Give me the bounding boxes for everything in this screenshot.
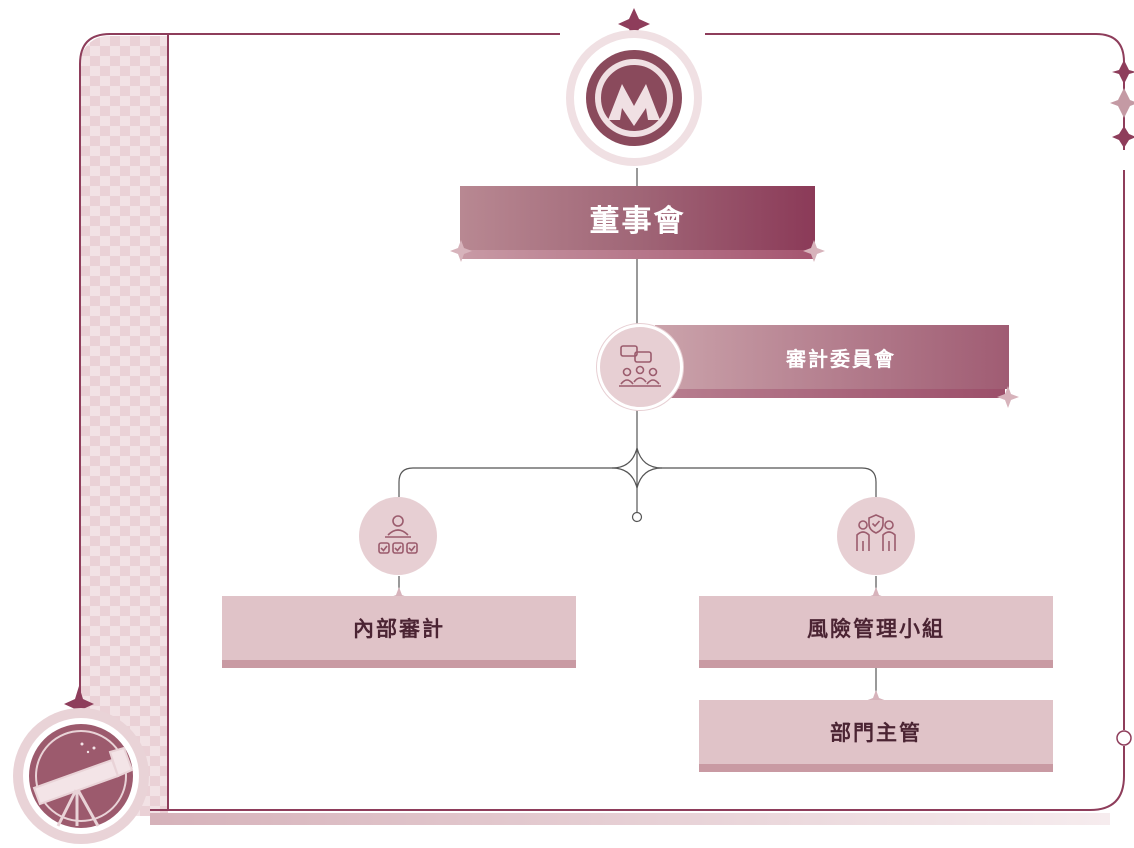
sparkle-icon — [803, 240, 825, 262]
audit-committee-box: 審計委員會 — [655, 325, 1009, 389]
company-logo — [562, 26, 706, 170]
internal-audit-icon-circle — [359, 497, 437, 575]
telescope-icon — [13, 708, 149, 844]
checklist-presenter-icon — [378, 515, 418, 554]
security-team-icon — [856, 514, 896, 551]
internal-audit-box-base — [222, 660, 576, 668]
meeting-icon — [619, 345, 661, 387]
sparkle-icon — [1110, 60, 1134, 148]
risk-team-icon-circle — [837, 497, 915, 575]
telescope-emblem — [6, 704, 156, 844]
audit-committee-box-base — [655, 389, 1005, 398]
risk-team-box-base — [699, 660, 1053, 668]
department-heads-box: 部門主管 — [699, 700, 1053, 764]
sparkle-icon — [64, 686, 94, 722]
company-logo-icon — [566, 30, 702, 166]
sparkle-icon — [618, 8, 650, 40]
sparkle-icon — [450, 240, 472, 262]
department-heads-box-base — [699, 764, 1053, 772]
internal-audit-box: 內部審計 — [222, 596, 576, 660]
risk-team-box: 風險管理小組 — [699, 596, 1053, 660]
audit-committee-icon-circle — [597, 324, 683, 410]
board-box-base — [460, 250, 815, 259]
sparkle-icon — [997, 386, 1019, 408]
board-box: 董事會 — [460, 186, 815, 250]
decorative-pattern-strip — [80, 36, 168, 816]
